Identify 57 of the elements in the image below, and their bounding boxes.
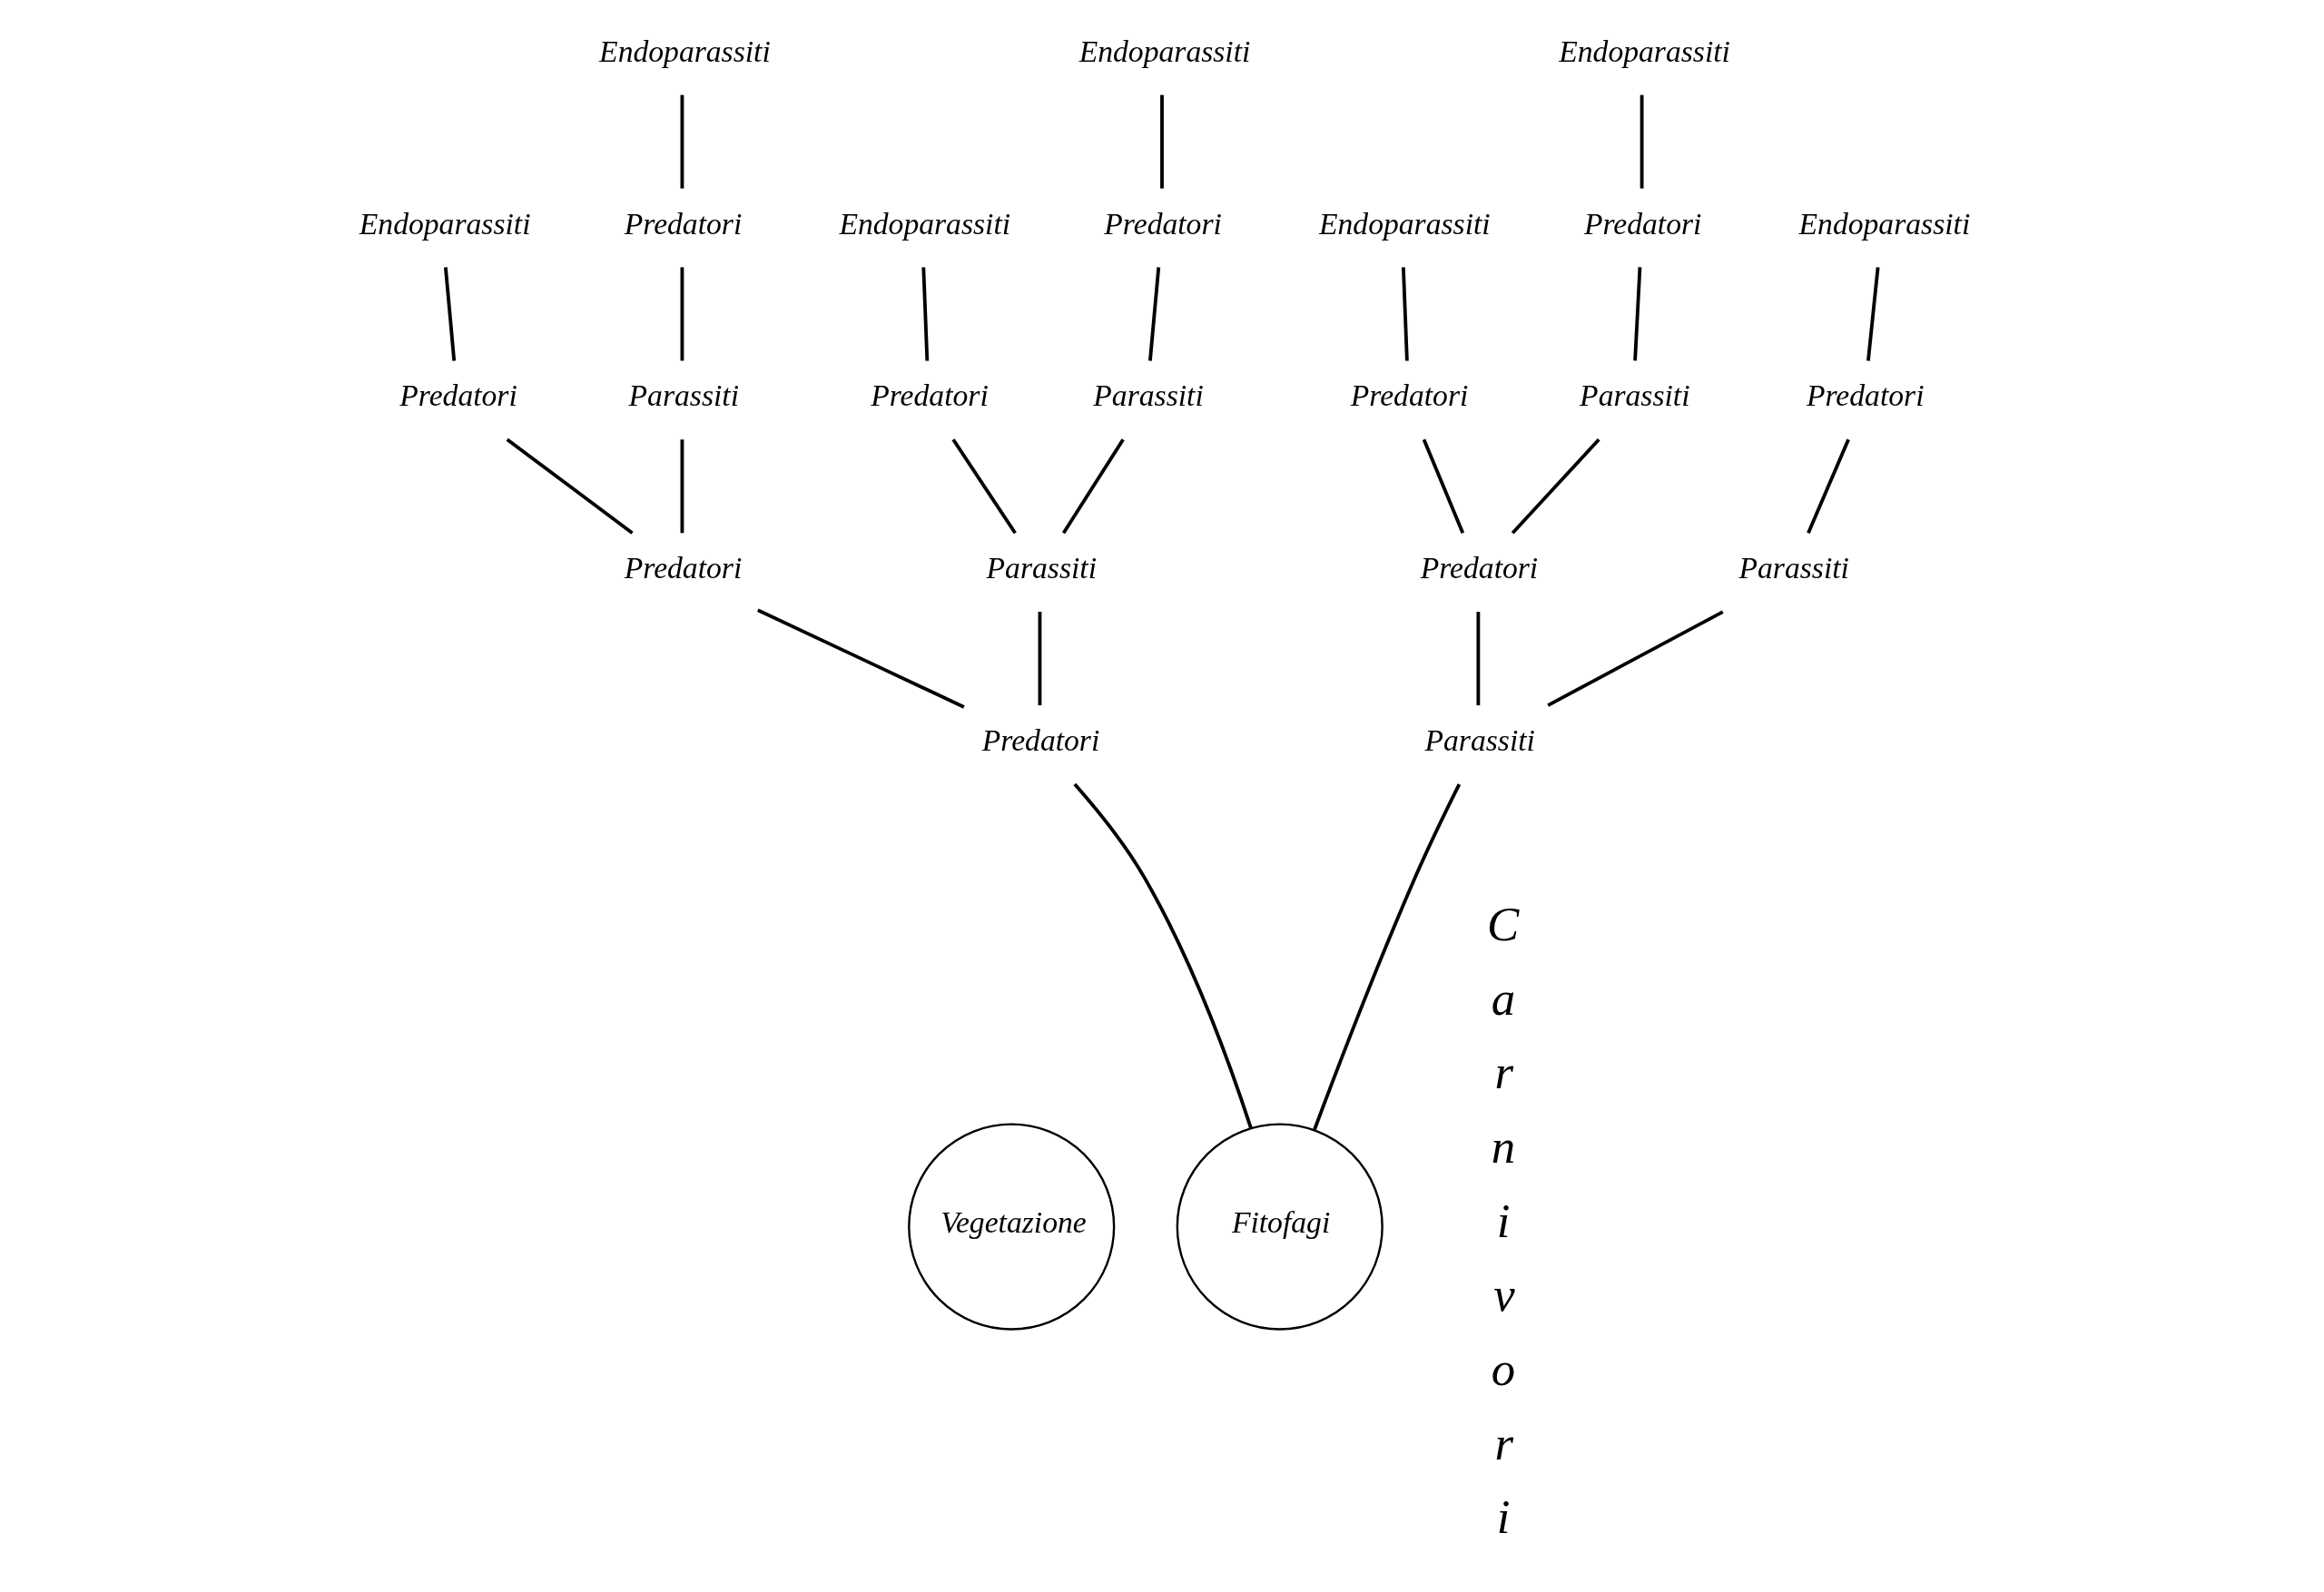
node-text: Predatori bbox=[624, 206, 743, 241]
connector bbox=[1313, 783, 1462, 1131]
node-text: Endoparassiti bbox=[599, 34, 771, 68]
connector bbox=[1807, 438, 1850, 535]
node-text: Endoparassiti bbox=[359, 206, 531, 241]
node-text: Predatori bbox=[981, 723, 1100, 758]
label: r bbox=[1494, 1416, 1513, 1469]
connector bbox=[1640, 94, 1644, 189]
node-text: Endoparassiti bbox=[1559, 34, 1730, 68]
node-text: Parassiti bbox=[628, 378, 740, 413]
node-text: Predatori bbox=[624, 551, 743, 585]
node-text: Predatori bbox=[1420, 551, 1539, 585]
label: i bbox=[1496, 1490, 1511, 1544]
connector bbox=[951, 438, 1017, 535]
label: o bbox=[1491, 1341, 1516, 1395]
label: C bbox=[1486, 897, 1520, 950]
label: a bbox=[1491, 971, 1516, 1025]
node-text: Parassiti bbox=[1093, 378, 1204, 413]
node-text: Predatori bbox=[1806, 378, 1925, 413]
connector bbox=[757, 608, 965, 709]
node-text: Endoparassiti bbox=[1318, 206, 1491, 241]
connector bbox=[680, 439, 684, 534]
node-text: Predatori bbox=[871, 378, 989, 413]
connector bbox=[1866, 267, 1880, 361]
connector bbox=[1511, 437, 1600, 535]
label: n bbox=[1491, 1119, 1516, 1173]
node-text: Predatori bbox=[1104, 206, 1222, 241]
connector bbox=[1073, 782, 1253, 1129]
connector bbox=[1633, 267, 1642, 361]
node-text: Predatori bbox=[399, 378, 517, 413]
connector bbox=[506, 437, 634, 535]
connector bbox=[921, 267, 930, 361]
connector bbox=[1547, 610, 1724, 707]
connector bbox=[1401, 267, 1409, 361]
node-circle: Fitofagi bbox=[1176, 1123, 1384, 1331]
node-text: Parassiti bbox=[1580, 378, 1690, 413]
node-text: Parassiti bbox=[1738, 551, 1849, 585]
node-circle: Vegetazione bbox=[908, 1123, 1116, 1331]
node-text: Parassiti bbox=[986, 551, 1098, 585]
connector bbox=[1422, 438, 1465, 534]
node-text: Predatori bbox=[1583, 206, 1702, 241]
label: i bbox=[1496, 1194, 1511, 1247]
label: r bbox=[1494, 1046, 1513, 1099]
connector bbox=[1476, 612, 1481, 706]
connector bbox=[1038, 612, 1042, 706]
connector bbox=[1148, 267, 1161, 361]
connector bbox=[680, 267, 684, 361]
connector bbox=[443, 267, 457, 361]
node-text: Parassiti bbox=[1424, 723, 1535, 758]
node-text: Endoparassiti bbox=[839, 206, 1011, 241]
label: v bbox=[1493, 1268, 1515, 1322]
node-text: Endoparassiti bbox=[1078, 34, 1251, 68]
connector bbox=[1061, 438, 1125, 535]
node-text: Endoparassiti bbox=[1798, 206, 1971, 241]
connector bbox=[680, 94, 684, 189]
node-text: Predatori bbox=[1350, 378, 1469, 413]
connector bbox=[1160, 94, 1164, 189]
